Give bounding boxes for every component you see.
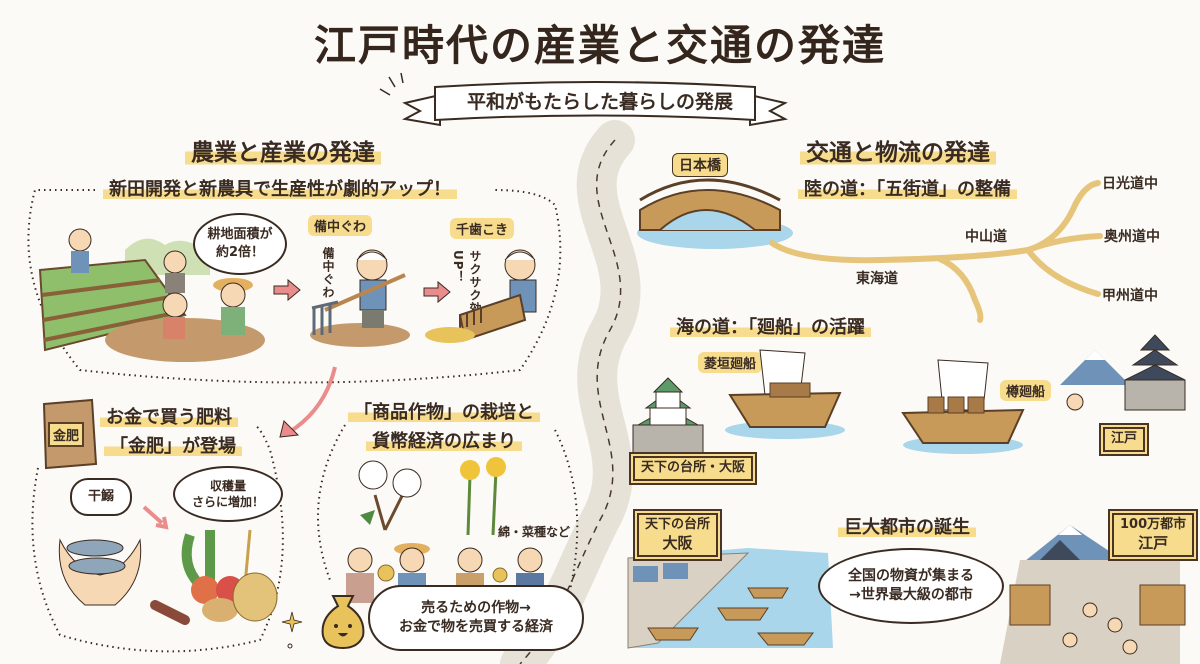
- crops-label: 綿・菜種など: [498, 525, 571, 539]
- fertilizer-dotted-frame: [31, 424, 284, 653]
- transport-heading: 交通と物流の発達: [800, 133, 996, 167]
- edo-castle-fuji-illustration: [1060, 334, 1186, 411]
- edo-town-illustration: [1000, 525, 1186, 664]
- road-oshu-dochu: 奥州道中: [1104, 229, 1160, 245]
- cash-crops-heading-line1: 「商品作物」の栽培と: [348, 398, 540, 424]
- road-nakasendo: 中山道: [965, 229, 1007, 245]
- cities-heading: 巨大都市の誕生: [838, 513, 976, 539]
- bitchu-guwa-farmer-illustration: [310, 249, 410, 347]
- ribbon-banner: [379, 72, 789, 127]
- osaka-city-sign: 天下の台所 大阪: [637, 513, 719, 558]
- taru-kaisen-label: 樽廻船: [1000, 380, 1052, 401]
- dried-sardine-bubble: 干鰯: [70, 478, 132, 516]
- nihonbashi-bridge-illustration: [637, 178, 793, 249]
- senba-koki-label: 千歯こき: [450, 218, 515, 239]
- fertilizer-heading-line2: 「金肥」が登場: [104, 432, 242, 458]
- giant-city-bubble: 全国の物資が集まる →世界最大級の都市: [818, 548, 1004, 624]
- pink-arrow-icon: [273, 278, 301, 302]
- sea-routes-heading: 海の道：「廻船」の活躍: [670, 313, 871, 339]
- bitchu-guwa-vertical-text: 備中ぐわ: [321, 247, 335, 299]
- bitchu-guwa-label: 備中ぐわ: [308, 215, 373, 236]
- farmland-bubble: 耕地面積が 約2倍！: [193, 213, 287, 275]
- osaka-sign: 天下の台所・大阪: [633, 456, 754, 481]
- osaka-city-sign-line2: 大阪: [662, 533, 693, 552]
- higaki-kaisen-label: 菱垣廻船: [698, 352, 763, 373]
- agriculture-subheading: 新田開発と新農具で生産性が劇的アップ！: [103, 175, 457, 201]
- page-title: 江戸時代の産業と交通の発達: [313, 21, 886, 70]
- road-tokaido: 東海道: [856, 271, 898, 287]
- fertilizer-heading-line1: お金で買う肥料: [100, 403, 238, 429]
- nihonbashi-label: 日本橋: [672, 153, 728, 177]
- edo-city-sign: 100万都市 江戸: [1112, 513, 1195, 558]
- cotton-plant-illustration: [358, 460, 422, 531]
- edo-sign: 江戸: [1103, 427, 1146, 452]
- taru-kaisen-ship-illustration: [901, 359, 1025, 454]
- higaki-kaisen-ship-illustration: [725, 349, 845, 439]
- pink-arrow-icon: [423, 280, 451, 304]
- rapeseed-plant-illustration: [460, 457, 506, 536]
- harvest-bubble: 収穫量 さらに増加！: [173, 466, 283, 522]
- osaka-castle-illustration: [632, 377, 704, 456]
- harvest-vegetables-illustration: [150, 529, 278, 625]
- ribbon-text: 平和がもたらした暮らしの発展: [466, 91, 733, 113]
- money-bag-icon: [321, 595, 365, 650]
- cash-crops-dotted-frame: [317, 424, 579, 591]
- money-economy-bubble: 売るための作物→ お金で物を売買する経済: [368, 585, 584, 651]
- osaka-city-sign-line1: 天下の台所: [645, 517, 711, 532]
- rice-field-illustration: [38, 228, 265, 362]
- senba-koki-farmer-illustration: [425, 249, 537, 343]
- edo-city-sign-line2: 江戸: [1138, 533, 1169, 552]
- land-routes-heading: 陸の道：「五街道」の整備: [798, 175, 1017, 201]
- kinpi-bag-label: 金肥: [48, 422, 85, 447]
- road-koshu-dochu: 甲州道中: [1102, 288, 1158, 304]
- curved-arrow-icon: [279, 366, 337, 438]
- agriculture-heading: 農業と産業の発達: [185, 133, 381, 167]
- hands-with-fish-illustration: [58, 538, 142, 606]
- cash-crops-heading-line2: 貨幣経済の広まり: [366, 427, 522, 453]
- edo-city-sign-line1: 100万都市: [1120, 517, 1187, 532]
- osaka-harbor-illustration: [627, 548, 833, 649]
- road-nikko-dochu: 日光道中: [1102, 176, 1158, 192]
- sparkle-icon: [281, 611, 303, 649]
- pink-arrow-icon: [142, 505, 169, 530]
